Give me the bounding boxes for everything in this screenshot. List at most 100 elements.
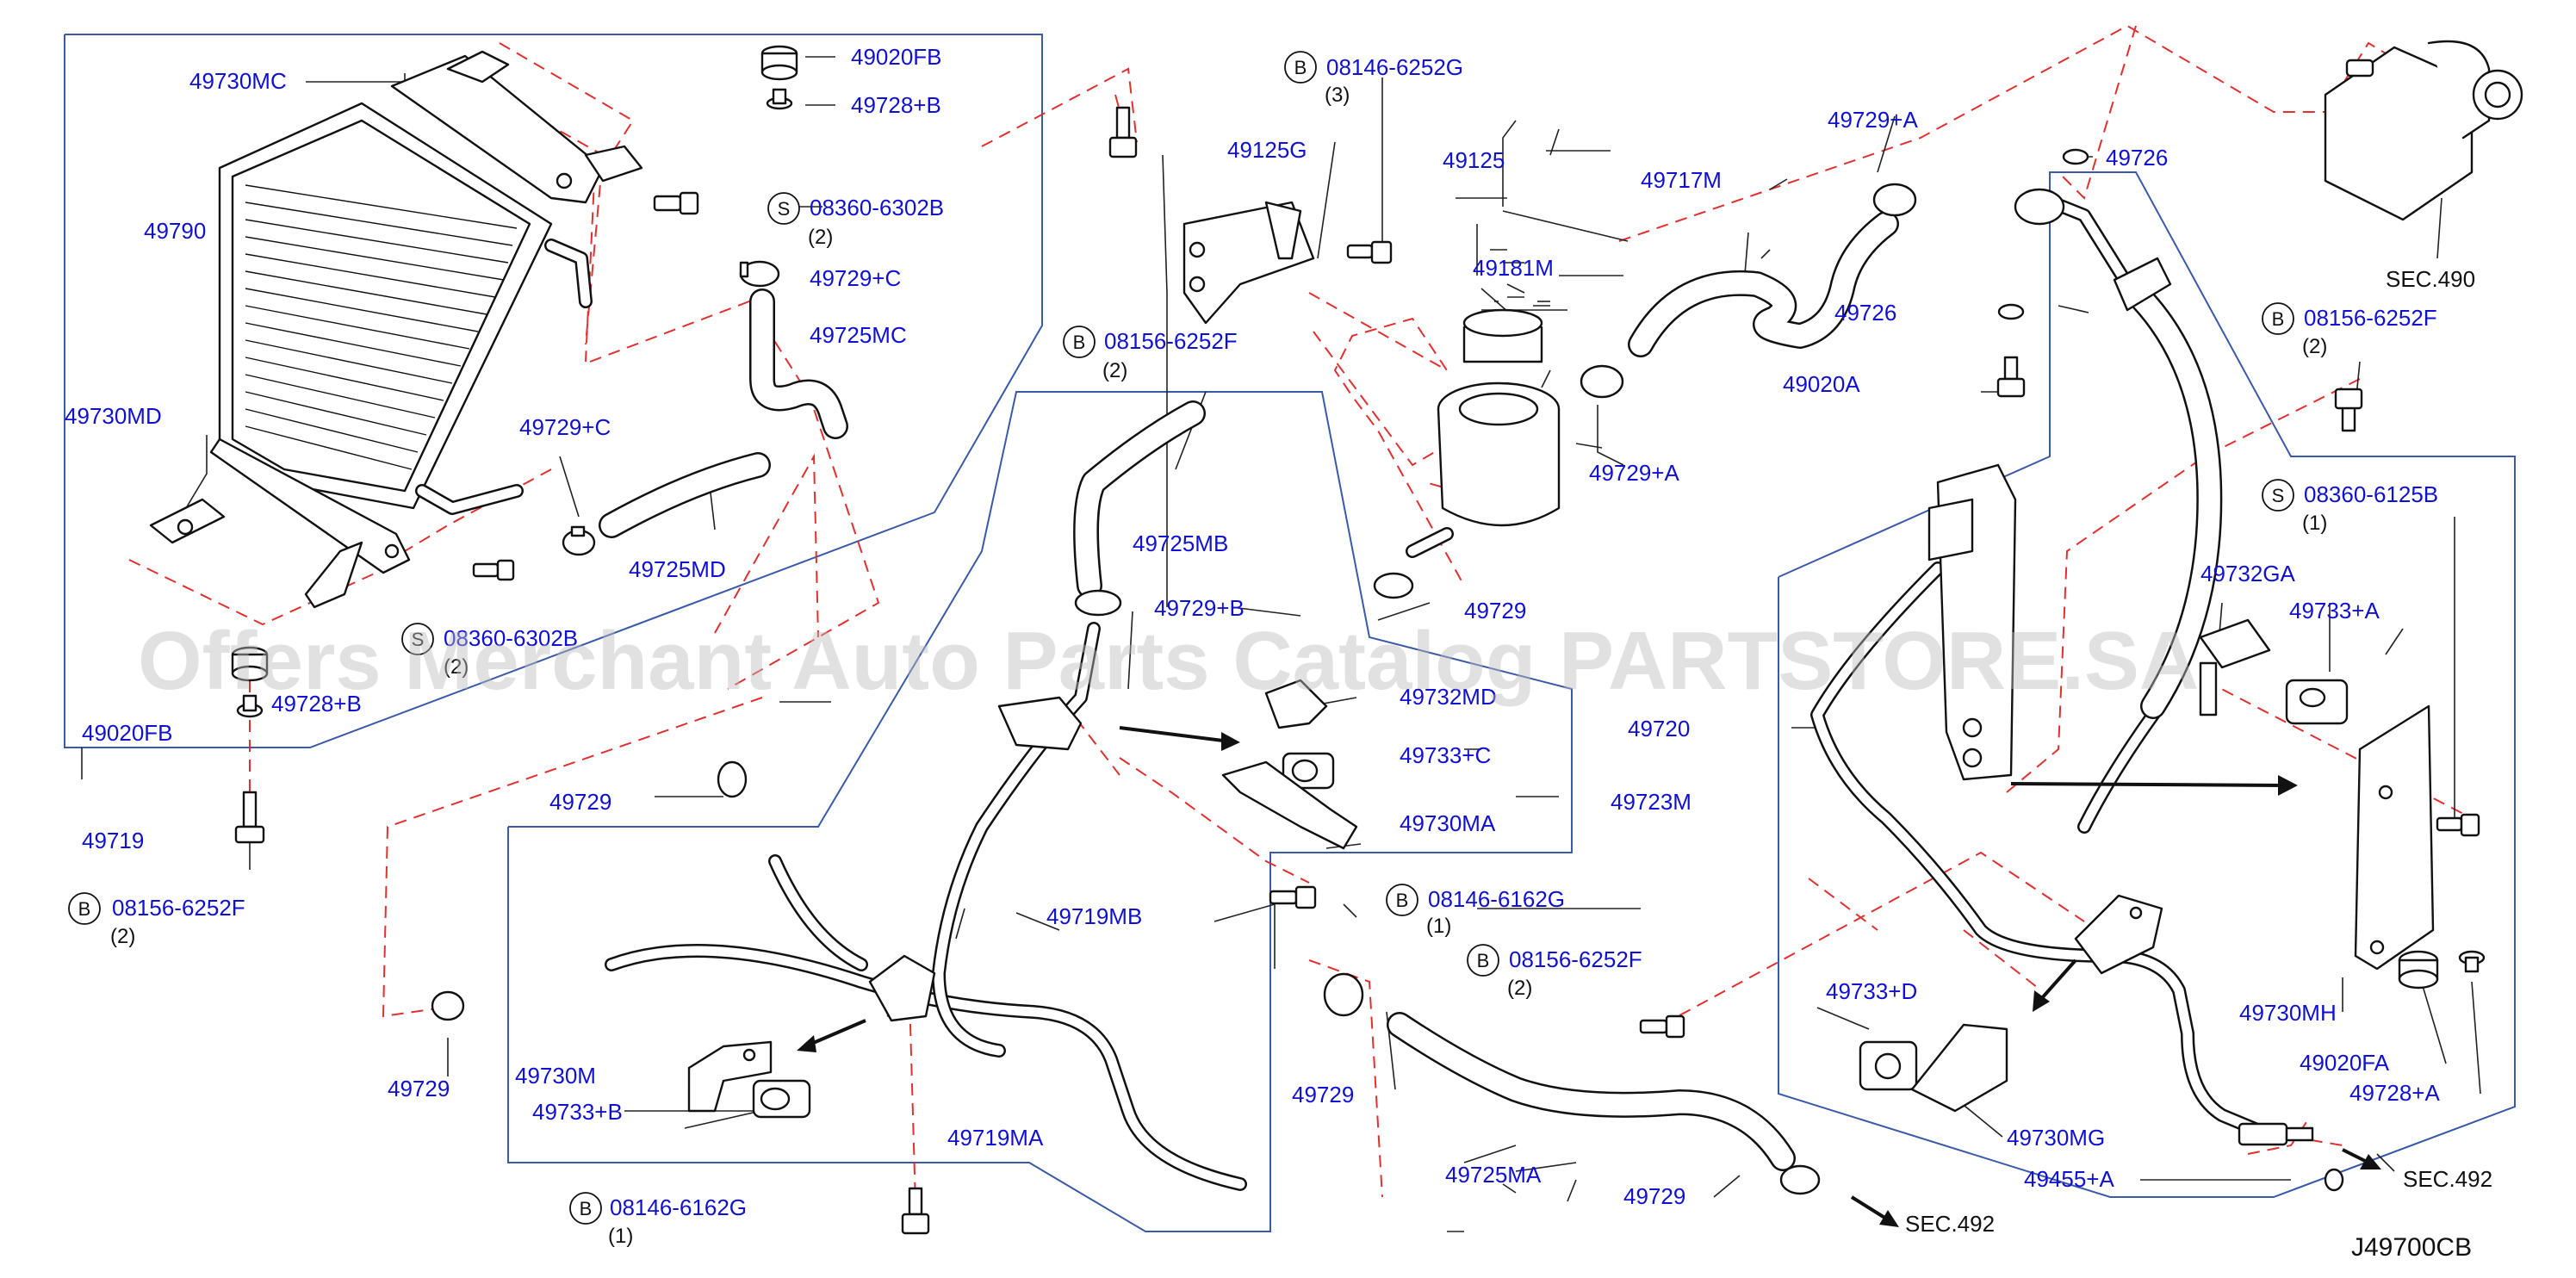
clamp-49729-centerlow	[1323, 972, 1364, 1017]
label-08146-6162G-bot: 08146-6162G	[610, 1194, 747, 1220]
label-49729A-top: 49729+A	[1828, 107, 1918, 133]
svg-text:B: B	[1294, 57, 1307, 78]
label-49181M: 49181M	[1473, 255, 1554, 281]
label-49726-mid: 49726	[1834, 300, 1896, 326]
label-49725MA: 49725MA	[1445, 1162, 1542, 1188]
bolt-49020A	[1996, 356, 2026, 398]
qty-08146-6252G: (3)	[1325, 84, 1350, 107]
qty-08360-6125B: (1)	[2302, 512, 2327, 535]
label-08156-6252F-top: 08156-6252F	[1104, 328, 1238, 354]
qty-08156-6252F-right: (2)	[2302, 335, 2327, 358]
svg-text:B: B	[580, 1198, 593, 1219]
clamp-49729-res	[1373, 572, 1414, 599]
screw-prefix-08360-6302B-top: S	[767, 192, 800, 225]
svg-text:S: S	[2272, 485, 2285, 506]
qty-08360-6302B-mid: (2)	[444, 655, 469, 679]
bolt-08156-6252F-left	[234, 791, 265, 844]
label-49020A: 49020A	[1783, 371, 1860, 397]
qty-08360-6302B-top: (2)	[808, 226, 833, 249]
svg-text:S: S	[412, 629, 425, 650]
hose-49717M	[1628, 211, 1899, 357]
svg-text:B: B	[1477, 950, 1490, 971]
oring-49455A	[2324, 1168, 2344, 1192]
watermark: Offers Merchant Auto Parts Catalog PARTS…	[138, 615, 2199, 707]
screw-prefix-08360-6125B: S	[2262, 479, 2294, 512]
svg-text:B: B	[1396, 890, 1409, 911]
grommet-49020FA	[2398, 950, 2439, 990]
label-49725MC: 49725MC	[810, 322, 907, 348]
label-49730MG: 49730MG	[2007, 1125, 2105, 1151]
bracket-on-tube	[868, 696, 1083, 1022]
bolt-08146-6162G-mid	[1269, 885, 1317, 909]
label-49719MA: 49719MA	[947, 1125, 1044, 1151]
label-49723M: 49723M	[1611, 789, 1691, 815]
bracket-49730MH	[2354, 704, 2435, 971]
part-labels: 49730MC 49020FB 49728+B 08360-6302B (2) …	[65, 44, 2492, 1262]
oil-cooler-49790	[218, 102, 593, 515]
screw-prefix-08360-6302B-mid: S	[401, 623, 434, 655]
reservoir-group	[1108, 40, 2523, 599]
bolt-08360-6125B	[2436, 813, 2480, 837]
bracket-49125G	[1182, 201, 1315, 325]
label-49729-res: 49729	[1464, 598, 1526, 623]
washer-49726-top	[2062, 148, 2089, 165]
grommet-49020FB-bot	[231, 646, 269, 682]
diagram-code: J49700CB	[2351, 1233, 2472, 1262]
pump-sec490	[2324, 40, 2523, 221]
hose-49725MB	[1073, 400, 1206, 599]
bolt-08146-6252G	[1346, 240, 1393, 264]
tube-49720-line	[1810, 561, 2281, 1144]
label-49726-top: 49726	[2106, 145, 2168, 171]
clamp-49729A-res	[1580, 364, 1624, 399]
label-08146-6162G-mid: 08146-6162G	[1428, 886, 1565, 912]
bolt-prefix-08156-6252F-right: B	[2262, 302, 2294, 335]
bracket-49732MD	[1264, 679, 1328, 729]
label-49725MD: 49725MD	[629, 556, 726, 582]
arrow-right-1	[1119, 726, 1240, 751]
bracket-tube-lower	[2074, 894, 2163, 975]
fitting-49455A-end	[2238, 1122, 2314, 1146]
clamp-49729-bottom	[1779, 1164, 1821, 1195]
arrow-right-2	[2010, 775, 2298, 796]
bracket-49730MA	[1221, 760, 1358, 850]
bolt-08146-6162G-bot	[901, 1187, 930, 1235]
label-49717M: 49717M	[1641, 167, 1722, 193]
label-49730MH: 49730MH	[2239, 1000, 2337, 1026]
tube-group	[431, 400, 1899, 1235]
bolt-prefix-08146-6162G-mid: B	[1386, 884, 1418, 916]
label-49729C-mid: 49729+C	[519, 414, 611, 440]
washer-49726-mid	[1997, 303, 2025, 320]
clamp-49729C-mid	[562, 525, 596, 556]
arrow-sec492-left	[1850, 1195, 1899, 1227]
arrow-lower-left	[2033, 958, 2077, 1012]
label-49020FB-bot: 49020FB	[82, 720, 173, 746]
label-49732GA: 49732GA	[2200, 561, 2296, 586]
arrow-left-1	[797, 1019, 866, 1052]
label-08360-6302B-mid: 08360-6302B	[444, 625, 578, 651]
label-49730MC: 49730MC	[189, 68, 287, 94]
label-49719MB: 49719MB	[1046, 903, 1142, 929]
label-49728B-bot: 49728+B	[271, 691, 362, 717]
clamp-49729-left	[717, 760, 748, 798]
bolt-08156-6252F-right	[2334, 388, 2363, 432]
label-08156-6252F-mid: 08156-6252F	[1509, 946, 1642, 972]
bolt-49728B-bot	[236, 694, 264, 718]
hose-49725MA	[1387, 1012, 1796, 1171]
insulator-49733B	[752, 1079, 811, 1119]
label-49732MD: 49732MD	[1400, 684, 1497, 710]
label-sec490: SEC.490	[2386, 266, 2475, 292]
label-sec492-right: SEC.492	[2403, 1166, 2492, 1192]
bolt-prefix-08146-6252G: B	[1284, 51, 1317, 84]
label-08360-6302B-top: 08360-6302B	[810, 195, 944, 220]
label-49733A: 49733+A	[2289, 598, 2380, 623]
label-49728B-top: 49728+B	[851, 92, 941, 118]
label-08360-6125B: 08360-6125B	[2304, 481, 2438, 507]
prefix-markers: B S B S B B B B	[68, 51, 2294, 1225]
screw-08360-6302B-mid	[472, 559, 515, 581]
qty-08156-6252F-left: (2)	[110, 925, 135, 948]
bolt-08156-6252F-mid	[1639, 1014, 1685, 1039]
bolt-49728B-top	[766, 88, 793, 110]
label-49125G: 49125G	[1227, 137, 1307, 163]
label-49729-leftbottom: 49729	[388, 1076, 450, 1101]
